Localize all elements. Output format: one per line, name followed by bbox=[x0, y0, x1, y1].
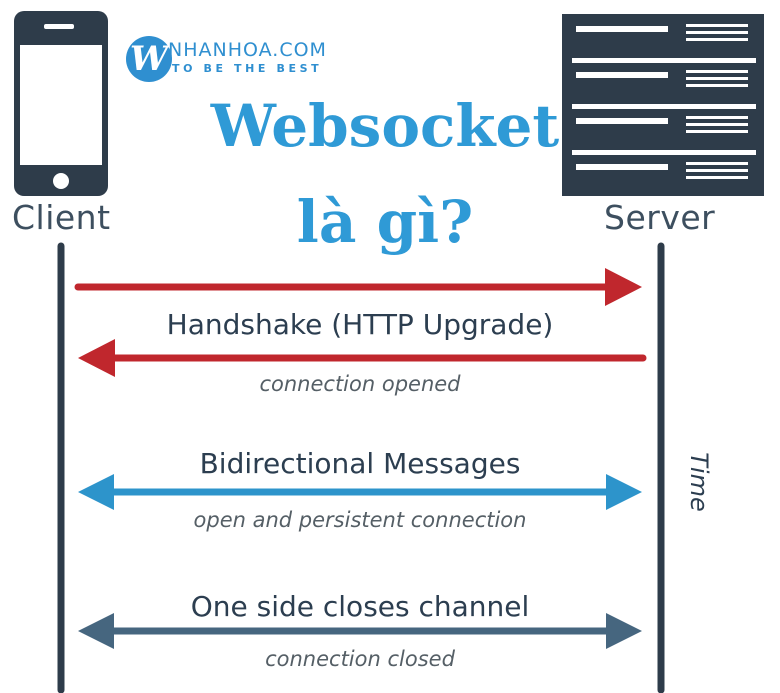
connection-opened-label: connection opened bbox=[259, 372, 461, 396]
handshake-label: Handshake (HTTP Upgrade) bbox=[166, 308, 554, 341]
connection-closed-label: connection closed bbox=[265, 647, 455, 671]
time-label: Time bbox=[685, 452, 713, 512]
bidirectional-arrow bbox=[78, 474, 642, 510]
handshake-response-arrow bbox=[78, 339, 647, 377]
bidirectional-label: Bidirectional Messages bbox=[199, 447, 521, 480]
brand-name: NHANHOA.COM bbox=[168, 39, 327, 61]
title-line-2: là gì? bbox=[296, 188, 474, 256]
brand-logo: W NHANHOA.COM TO BE THE BEST bbox=[126, 36, 356, 84]
close-channel-label: One side closes channel bbox=[190, 590, 530, 623]
w-logo-icon: W bbox=[126, 36, 172, 82]
title-line-1: Websocket bbox=[210, 92, 560, 160]
brand-tagline: TO BE THE BEST bbox=[172, 62, 323, 75]
client-label: Client bbox=[12, 198, 111, 237]
handshake-request-arrow bbox=[74, 268, 642, 306]
smartphone-icon bbox=[14, 11, 108, 196]
server-rack-icon bbox=[562, 14, 764, 196]
persistent-connection-label: open and persistent connection bbox=[193, 508, 527, 532]
time-axis: Time bbox=[685, 448, 713, 518]
close-channel-arrow bbox=[78, 613, 642, 649]
server-label: Server bbox=[604, 198, 716, 237]
